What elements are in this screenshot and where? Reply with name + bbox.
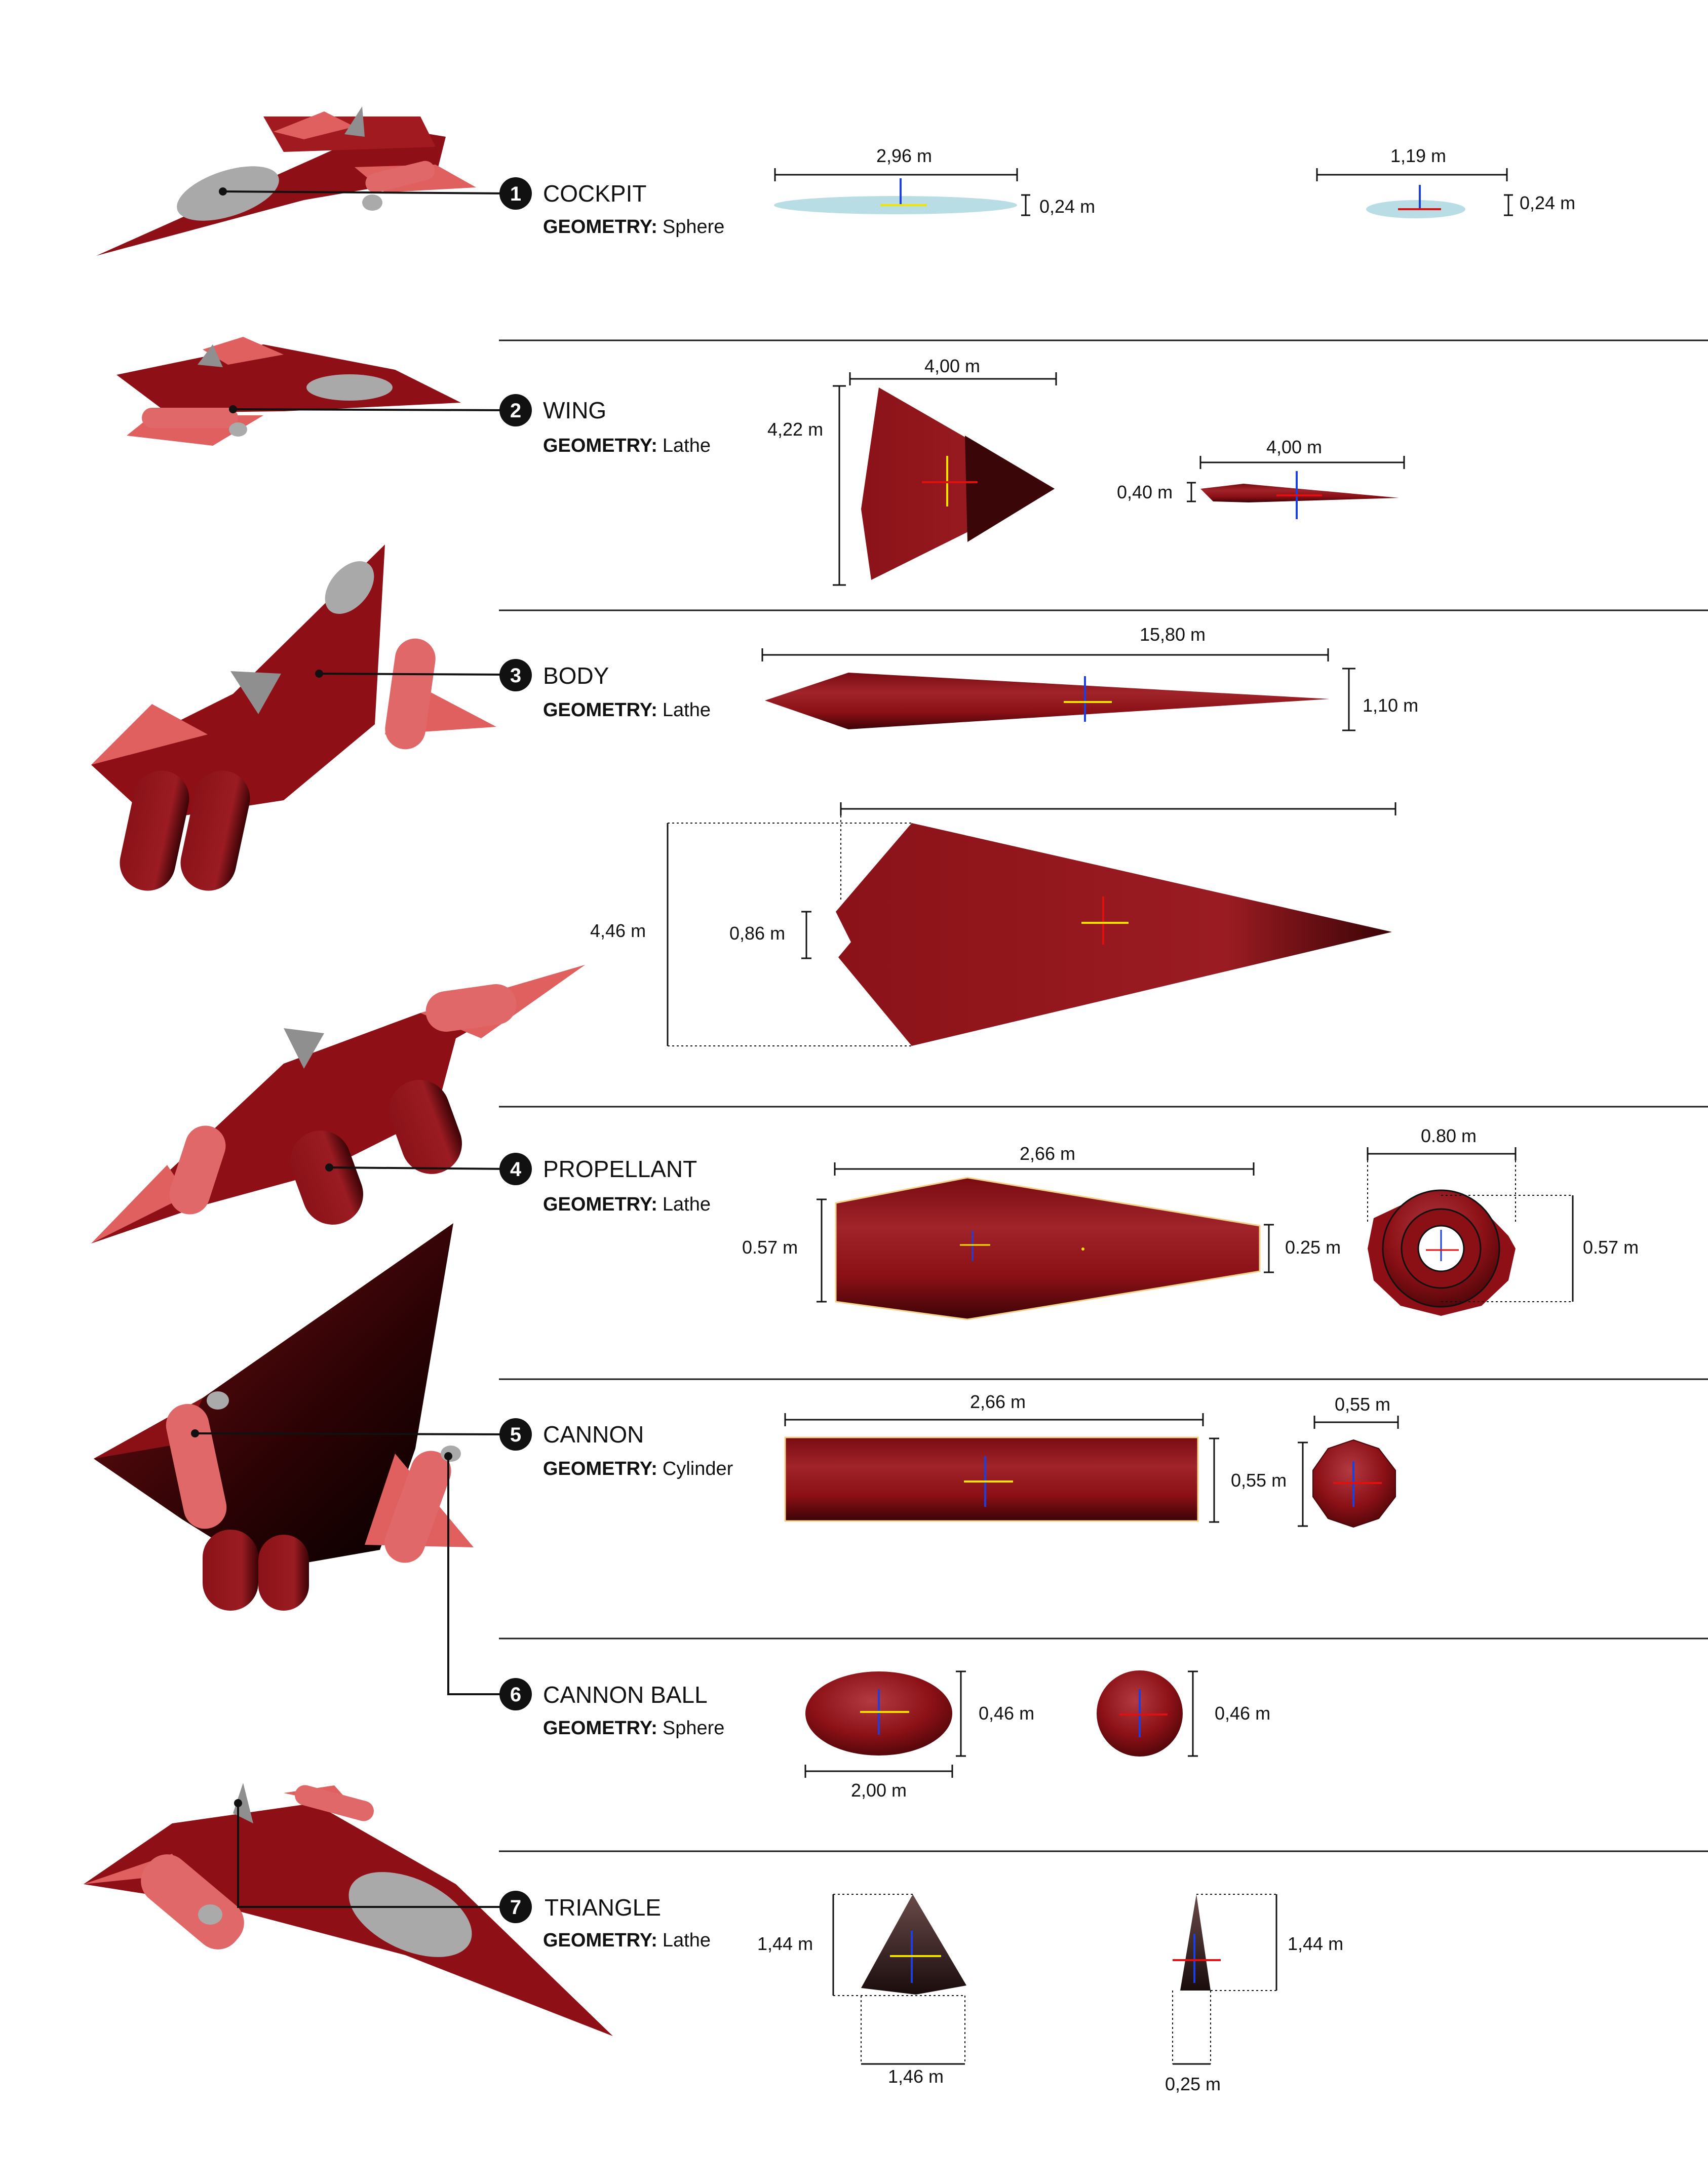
badge-number: 5 bbox=[510, 1424, 521, 1446]
svg-text:GEOMETRY:Sphere: GEOMETRY: Sphere bbox=[543, 216, 724, 238]
dim-label: 0,46 m bbox=[1215, 1703, 1270, 1724]
dim-label: 1,19 m bbox=[1390, 145, 1446, 166]
dim-label: 4,00 m bbox=[1266, 437, 1322, 457]
dim-label: 2,96 m bbox=[876, 145, 932, 166]
leader-lines bbox=[191, 187, 512, 1908]
svg-text:GEOMETRY:Sphere: GEOMETRY: Sphere bbox=[543, 1718, 724, 1739]
svg-text:GEOMETRY:Lathe: GEOMETRY: Lathe bbox=[543, 435, 711, 456]
badge-number: 7 bbox=[510, 1896, 521, 1919]
dim-label: 0,86 m bbox=[729, 923, 785, 944]
dim-label: 0,55 m bbox=[1335, 1394, 1390, 1415]
badge-number: 3 bbox=[510, 665, 521, 687]
geometry-key: GEOMETRY: bbox=[543, 435, 657, 456]
component-title: CANNON bbox=[543, 1421, 644, 1448]
geometry-value: Sphere bbox=[663, 216, 725, 238]
propellant-side-view: 2,66 m 0.57 m 0.25 m bbox=[742, 1143, 1341, 1320]
label-cannon: 5 CANNON GEOMETRY: Cylinder bbox=[499, 1418, 733, 1479]
badge-number: 6 bbox=[510, 1684, 521, 1706]
cannon-end-view: 0,55 m bbox=[1298, 1394, 1399, 1528]
dim-label: 0.25 m bbox=[1285, 1237, 1341, 1258]
cannon-ball-side-view: 2,00 m 0,46 m bbox=[804, 1670, 1034, 1801]
label-cockpit: 1 COCKPIT GEOMETRY: Sphere bbox=[499, 177, 724, 238]
geometry-value: Lathe bbox=[663, 1930, 711, 1951]
badge-2 bbox=[499, 394, 532, 426]
geometry-key: GEOMETRY: bbox=[543, 216, 657, 238]
label-wing: 2 WING GEOMETRY: Lathe bbox=[499, 394, 711, 456]
geometry-value: Lathe bbox=[663, 1194, 711, 1215]
badge-number: 4 bbox=[510, 1158, 522, 1181]
ship-view-3 bbox=[91, 544, 496, 891]
cockpit-top-view: 2,96 m 0,24 m bbox=[774, 145, 1095, 217]
wing-top-view: 4,00 m 4,22 m bbox=[767, 356, 1057, 586]
geometry-key: GEOMETRY: bbox=[543, 1194, 657, 1215]
body-top-view: 4,46 m 0,86 m bbox=[590, 802, 1396, 1046]
dim-label: 0.80 m bbox=[1421, 1125, 1477, 1146]
label-body: 3 BODY GEOMETRY: Lathe bbox=[499, 659, 711, 721]
component-title: COCKPIT bbox=[543, 180, 646, 207]
dim-label: 0,25 m bbox=[1165, 2074, 1221, 2094]
ship-view-1 bbox=[96, 106, 476, 256]
dim-label: 1,46 m bbox=[888, 2066, 944, 2087]
dim-label: 0,24 m bbox=[1039, 196, 1095, 217]
cockpit-side-view: 1,19 m 0,24 m bbox=[1316, 145, 1575, 218]
dim-label: 0,46 m bbox=[979, 1703, 1034, 1724]
dim-label: 4,00 m bbox=[924, 356, 980, 376]
ship-view-5 bbox=[94, 1223, 474, 1611]
dim-label: 2,00 m bbox=[851, 1780, 907, 1801]
geometry-key: GEOMETRY: bbox=[543, 1930, 657, 1951]
geometry-value: Lathe bbox=[663, 435, 711, 456]
badge-3 bbox=[499, 659, 532, 691]
dim-label: 0,55 m bbox=[1231, 1470, 1287, 1491]
wing-side-view: 4,00 m 0,40 m bbox=[1117, 437, 1405, 519]
dim-label: 0.57 m bbox=[742, 1237, 798, 1258]
geometry-key: GEOMETRY: bbox=[543, 699, 657, 721]
ship-view-2 bbox=[117, 337, 461, 446]
cannon-ball-end-view: 0,46 m bbox=[1097, 1670, 1270, 1757]
badge-1 bbox=[499, 177, 532, 210]
component-title: TRIANGLE bbox=[545, 1894, 661, 1921]
dim-label: 2,66 m bbox=[970, 1391, 1026, 1412]
component-title: WING bbox=[543, 397, 606, 423]
component-title: BODY bbox=[543, 662, 609, 689]
triangle-side-view: 1,44 m 0,25 m bbox=[1165, 1894, 1343, 2094]
svg-text:GEOMETRY:Lathe: GEOMETRY: Lathe bbox=[543, 1194, 711, 1215]
geometry-key: GEOMETRY: bbox=[543, 1718, 657, 1739]
svg-text:GEOMETRY:Lathe: GEOMETRY: Lathe bbox=[543, 1930, 711, 1951]
body-side-view: 15,80 m 1,10 m bbox=[761, 624, 1418, 731]
triangle-front-view: 1,44 m 1,46 m bbox=[757, 1894, 966, 2087]
label-triangle: 7 TRIANGLE GEOMETRY: Lathe bbox=[499, 1891, 711, 1951]
badge-7 bbox=[499, 1891, 532, 1923]
dim-label: 1,44 m bbox=[757, 1933, 813, 1954]
cannon-side-view: 2,66 m 0,55 m bbox=[784, 1391, 1287, 1523]
propellant-end-view: 0.80 m 0.57 m bbox=[1367, 1125, 1639, 1316]
badge-number: 2 bbox=[510, 400, 521, 422]
badge-5 bbox=[499, 1418, 532, 1451]
label-cannon-ball: 6 CANNON BALL GEOMETRY: Sphere bbox=[499, 1678, 724, 1739]
ship-view-7 bbox=[84, 1783, 613, 2036]
badge-number: 1 bbox=[510, 183, 521, 205]
svg-text:GEOMETRY:Lathe: GEOMETRY: Lathe bbox=[543, 699, 711, 721]
dim-label: 0,40 m bbox=[1117, 482, 1173, 502]
label-propellant: 4 PROPELLANT GEOMETRY: Lathe bbox=[499, 1153, 711, 1215]
badge-6 bbox=[499, 1678, 532, 1710]
dim-label: 1,10 m bbox=[1363, 695, 1418, 716]
dim-label: 4,22 m bbox=[767, 419, 823, 440]
dim-label: 15,80 m bbox=[1140, 624, 1206, 645]
dim-label: 2,66 m bbox=[1020, 1143, 1075, 1164]
geometry-value: Lathe bbox=[663, 699, 711, 721]
geometry-value: Cylinder bbox=[663, 1458, 733, 1479]
component-title: PROPELLANT bbox=[543, 1156, 697, 1182]
dim-label: 4,46 m bbox=[590, 920, 646, 941]
geometry-key: GEOMETRY: bbox=[543, 1458, 657, 1479]
svg-text:GEOMETRY:Cylinder: GEOMETRY: Cylinder bbox=[543, 1458, 733, 1479]
dim-label: 1,44 m bbox=[1288, 1933, 1343, 1954]
geometry-value: Sphere bbox=[663, 1718, 725, 1739]
badge-4 bbox=[499, 1153, 532, 1185]
component-title: CANNON BALL bbox=[543, 1682, 708, 1708]
dim-label: 0,24 m bbox=[1520, 192, 1575, 213]
ship-view-4 bbox=[91, 965, 585, 1243]
dim-label: 0.57 m bbox=[1583, 1237, 1639, 1258]
